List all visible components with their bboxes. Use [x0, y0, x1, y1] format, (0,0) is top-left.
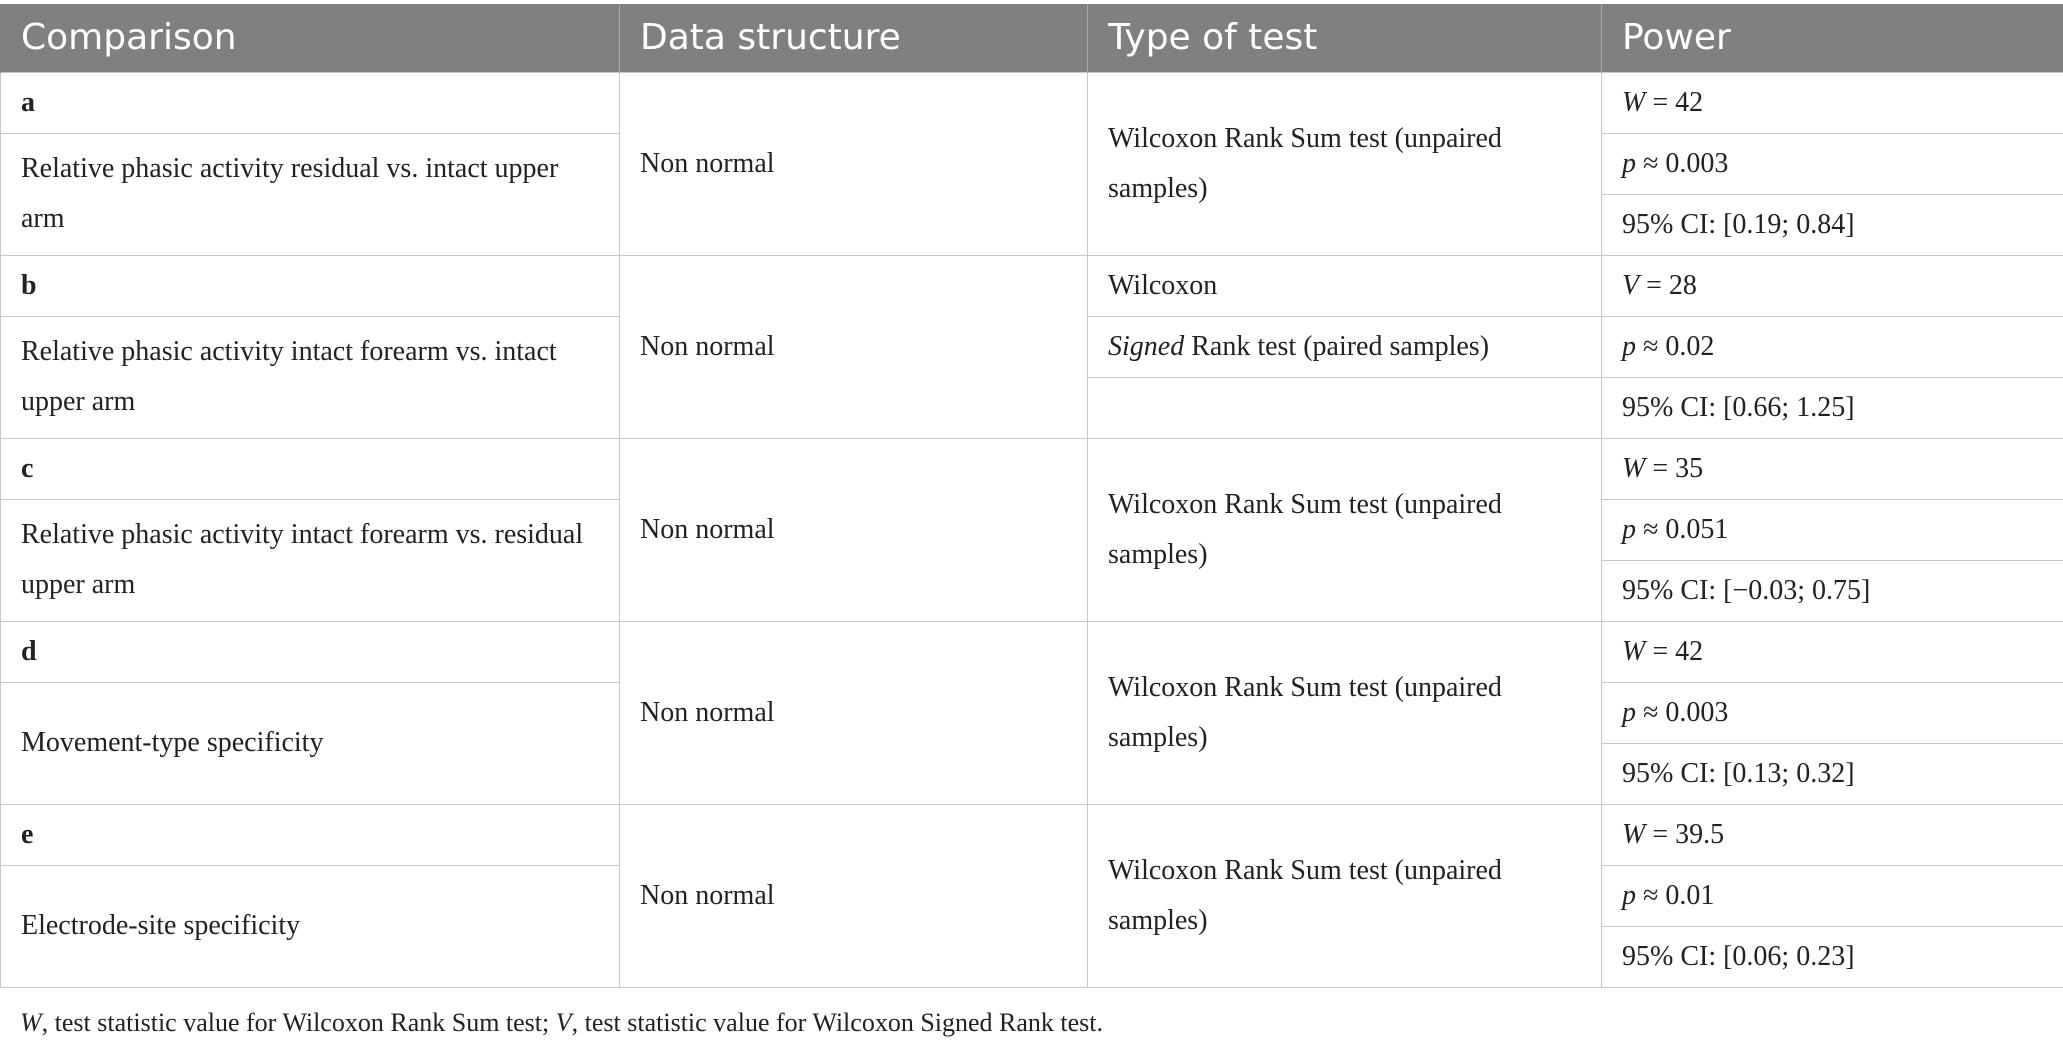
p-value-cell: p ≈ 0.051	[1601, 498, 2063, 561]
statistics-table: Comparison Data structure Type of test P…	[0, 4, 2063, 988]
statistics-table-wrapper: Comparison Data structure Type of test P…	[0, 4, 2063, 988]
group-label: c	[0, 437, 620, 500]
table-row: Movement-type specificity p ≈ 0.003	[0, 681, 2063, 805]
test-type-cell: Wilcoxon	[1087, 254, 1602, 317]
statistic-cell: W = 42	[1601, 620, 2063, 683]
header-data-structure: Data structure	[619, 4, 1088, 72]
ci-cell: 95% CI: [0.13; 0.32]	[1601, 742, 2063, 805]
table-row: b Non normal Wilcoxon V = 28	[0, 254, 2063, 439]
comparison-cell: Movement-type specificity	[0, 681, 620, 805]
ci-cell: 95% CI: [−0.03; 0.75]	[1601, 559, 2063, 622]
table-row: d Non normal Wilcoxon Rank Sum test (unp…	[0, 620, 2063, 805]
ci-cell: 95% CI: [0.19; 0.84]	[1601, 193, 2063, 256]
test-type-cell: Wilcoxon Rank Sum test (unpaired samples…	[1087, 71, 1602, 256]
header-comparison: Comparison	[0, 4, 620, 72]
data-structure-cell: Non normal	[619, 620, 1088, 805]
test-type-cell: Signed Rank test (paired samples)	[1087, 315, 1602, 378]
p-value-cell: p ≈ 0.01	[1601, 864, 2063, 927]
table-row: 95% CI: [−0.03; 0.75]	[1, 559, 2063, 622]
p-value-cell: p ≈ 0.02	[1601, 315, 2063, 378]
empty-test-cell	[1087, 376, 1602, 439]
table-row: a Non normal Wilcoxon Rank Sum test (unp…	[0, 71, 2063, 256]
data-structure-cell: Non normal	[619, 803, 1088, 988]
group-label: b	[0, 254, 620, 317]
table-row: 95% CI: [0.06; 0.23]	[1, 925, 2063, 988]
data-structure-cell: Non normal	[619, 254, 1088, 439]
header-type-of-test: Type of test	[1087, 4, 1602, 72]
group-label: d	[0, 620, 620, 683]
table-footnote: W, test statistic value for Wilcoxon Ran…	[20, 1008, 1104, 1037]
ci-cell: 95% CI: [0.06; 0.23]	[1601, 925, 2063, 988]
table-row: e Non normal Wilcoxon Rank Sum test (unp…	[0, 803, 2063, 988]
header-power: Power	[1601, 4, 2063, 72]
header-row: Comparison Data structure Type of test P…	[0, 4, 2063, 72]
test-type-cell: Wilcoxon Rank Sum test (unpaired samples…	[1087, 620, 1602, 805]
table-row: Electrode-site specificity p ≈ 0.01	[0, 864, 2063, 988]
comparison-cell: Relative phasic activity intact forearm …	[0, 315, 620, 439]
test-type-cell: Wilcoxon Rank Sum test (unpaired samples…	[1087, 803, 1602, 988]
statistic-cell: W = 35	[1601, 437, 2063, 500]
statistic-cell: W = 39.5	[1601, 803, 2063, 866]
comparison-cell: Electrode-site specificity	[0, 864, 620, 988]
p-value-cell: p ≈ 0.003	[1601, 681, 2063, 744]
table-row: c Non normal Wilcoxon Rank Sum test (unp…	[0, 437, 2063, 622]
data-structure-cell: Non normal	[619, 437, 1088, 622]
statistic-cell: W = 42	[1601, 71, 2063, 134]
table-row: Relative phasic activity intact forearm …	[0, 498, 2063, 622]
p-value-cell: p ≈ 0.003	[1601, 132, 2063, 195]
ci-cell: 95% CI: [0.66; 1.25]	[1601, 376, 2063, 439]
table-row: 95% CI: [0.19; 0.84]	[1, 193, 2063, 256]
group-label: e	[0, 803, 620, 866]
comparison-cell: Relative phasic activity residual vs. in…	[0, 132, 620, 256]
table-row: 95% CI: [0.66; 1.25]	[1, 376, 2063, 439]
group-label: a	[0, 71, 620, 134]
test-type-cell: Wilcoxon Rank Sum test (unpaired samples…	[1087, 437, 1602, 622]
statistic-cell: V = 28	[1601, 254, 2063, 317]
data-structure-cell: Non normal	[619, 71, 1088, 256]
comparison-cell: Relative phasic activity intact forearm …	[0, 498, 620, 622]
